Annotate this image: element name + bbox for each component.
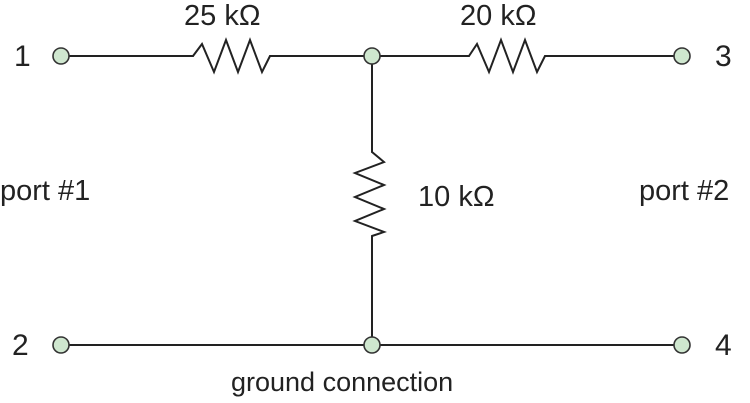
resistor-10k — [352, 151, 387, 237]
port-1-label: port #1 — [0, 175, 90, 207]
port-2-label: port #2 — [639, 175, 729, 207]
resistor-25k-label: 25 kΩ — [184, 0, 261, 32]
junction-ground-node — [363, 336, 381, 354]
terminal-4-label: 4 — [715, 329, 732, 362]
terminal-4-node — [673, 336, 691, 354]
terminal-1-node — [52, 47, 70, 65]
terminal-1-label: 1 — [14, 40, 31, 73]
resistor-20k — [468, 37, 546, 75]
resistor-25k — [192, 37, 271, 75]
resistor-10k-label: 10 kΩ — [418, 181, 495, 213]
terminal-3-label: 3 — [715, 40, 732, 73]
terminal-3-node — [673, 47, 691, 65]
resistor-20k-label: 20 kΩ — [460, 0, 537, 32]
junction-top-node — [363, 47, 381, 65]
terminal-2-label: 2 — [12, 329, 29, 362]
terminal-2-node — [52, 336, 70, 354]
ground-connection-label: ground connection — [231, 367, 453, 397]
